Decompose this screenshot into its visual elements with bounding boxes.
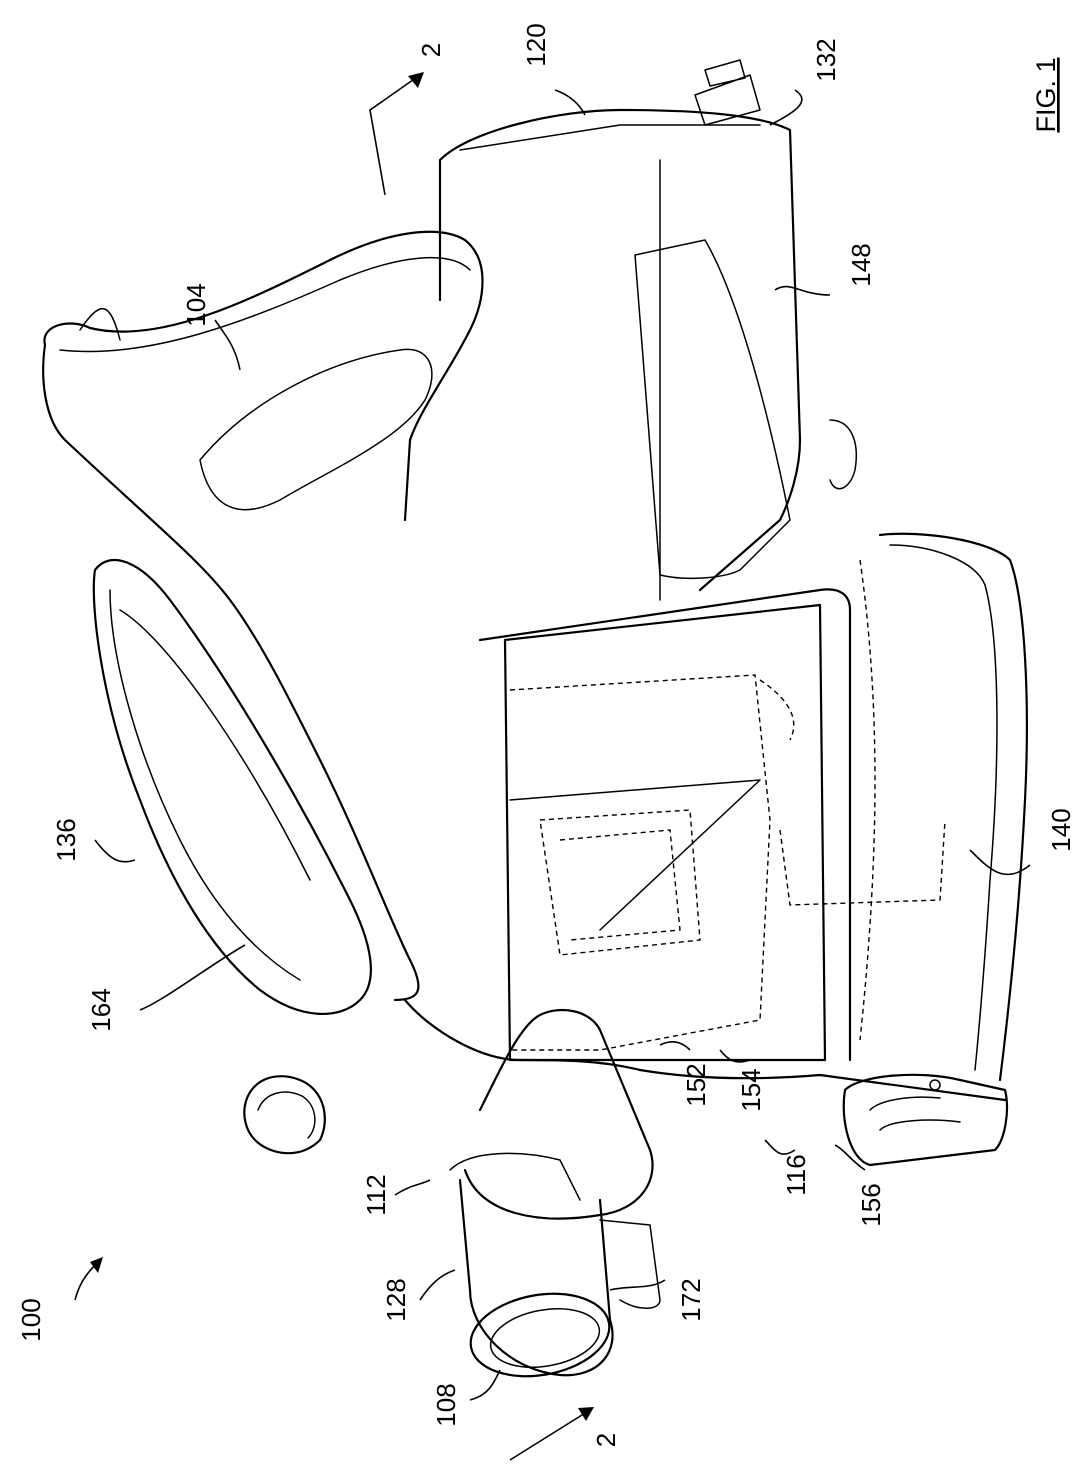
leader-128 [419,1269,456,1301]
section-arrow-upper [369,74,421,196]
vacuum-drawing [42,59,1028,1378]
leader-154 [719,1049,751,1063]
motor-housing-outline [438,108,802,592]
label-120: 120 [521,23,551,66]
nozzle-inlet-outline [458,1178,614,1377]
section-label-lower: 2 [591,1433,621,1447]
label-148: 148 [846,243,876,286]
handle-grip [199,348,433,511]
label-128: 128 [381,1278,411,1321]
leader-156 [834,1144,866,1171]
label-100: 100 [16,1298,46,1341]
leader-152 [659,1040,691,1051]
section-arrowhead-lower [578,1407,594,1421]
nozzle-tube-outline [463,1008,654,1220]
label-164: 164 [86,988,116,1031]
leader-104 [214,319,241,371]
label-132: 132 [811,38,841,81]
leader-140 [969,849,1031,876]
section-arrow-lower [509,1409,591,1461]
rear-connector [694,59,761,126]
leader-120 [554,89,586,116]
leader-132 [769,89,803,126]
release-button [243,1075,326,1155]
section-arrows [90,72,594,1461]
label-152: 152 [681,1063,711,1106]
label-172: 172 [676,1278,706,1321]
top-cover-outline [92,558,372,1016]
leader-lines [74,89,1031,1401]
side-panel [634,239,791,580]
label-136: 136 [51,818,81,861]
label-104: 104 [181,283,211,326]
section-label-upper: 2 [416,43,446,57]
leader-112 [394,1179,431,1196]
label-112: 112 [361,1174,391,1215]
leader-108 [469,1369,501,1401]
leader-164 [139,944,246,1011]
leader-116 [764,1139,796,1155]
label-116: 116 [781,1154,811,1195]
label-108: 108 [431,1383,461,1426]
leader-136 [94,839,136,863]
figure-label: FIG. 1 [1031,57,1061,132]
dirt-cup-outline [878,532,1028,1082]
section-arrowhead-upper [408,72,424,88]
device-arrowhead [90,1257,103,1273]
latch-outline [842,1073,1009,1167]
label-140: 140 [1046,808,1075,851]
label-156: 156 [856,1183,886,1226]
reference-labels: FIG. 1 104 120 132 148 136 164 140 112 1… [16,23,1075,1447]
leader-172 [609,1279,666,1291]
handle-outline [42,230,484,1002]
viewing-window [503,603,827,1062]
label-154: 154 [736,1068,766,1111]
leader-148 [774,285,831,296]
body-outline [403,588,1007,1102]
